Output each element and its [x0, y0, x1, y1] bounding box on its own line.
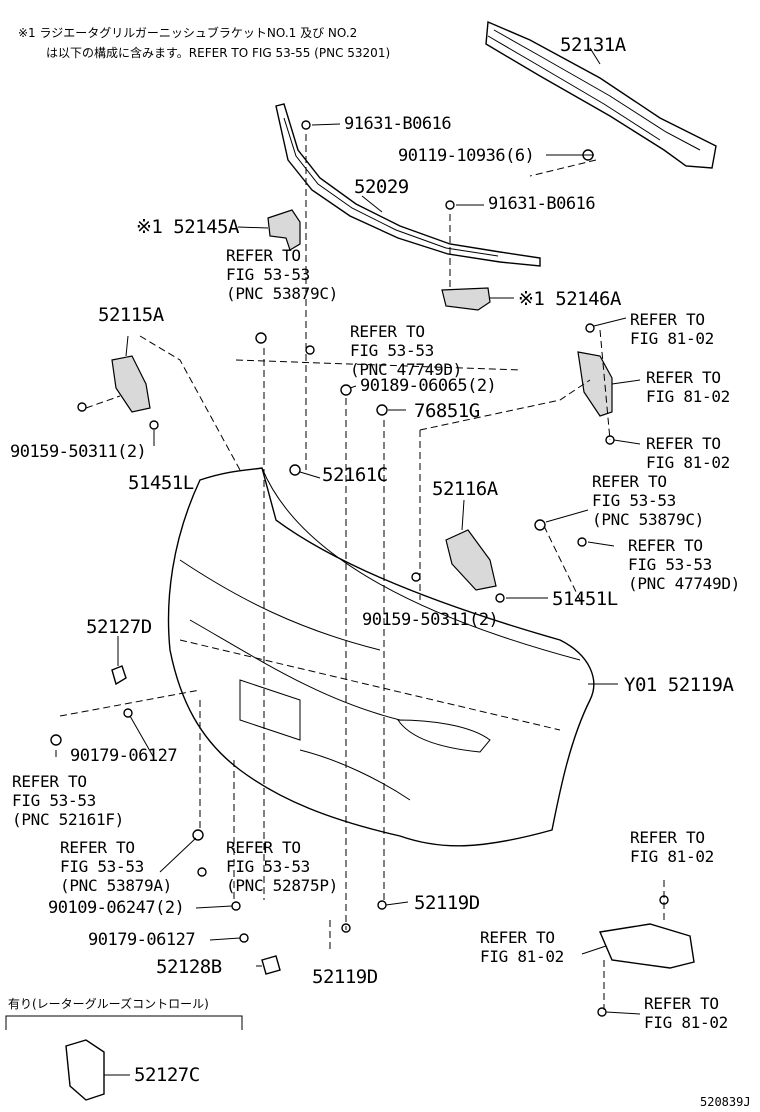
ref-53879C-a: REFER TO FIG 53-53 (PNC 53879C)	[226, 246, 338, 303]
cap-52127C	[65, 1039, 105, 1101]
label-90189: 90189-06065(2)	[360, 376, 497, 396]
reinforcement-52131A	[485, 20, 717, 169]
label-52116A: 52116A	[432, 478, 498, 500]
label-90159-a: 90159-50311(2)	[10, 442, 147, 462]
ref-81-02-e: REFER TO FIG 81-02	[480, 928, 564, 966]
label-90109: 90109-06247(2)	[48, 898, 185, 918]
ref-81-02-a: REFER TO FIG 81-02	[630, 310, 714, 348]
ref-53879C-b: REFER TO FIG 53-53 (PNC 53879C)	[592, 472, 704, 529]
label-52115A: 52115A	[98, 304, 164, 326]
label-52119D-b: 52119D	[312, 966, 378, 988]
option-box-bracket	[5, 1015, 243, 1030]
label-91631-a: 91631-B0616	[344, 114, 452, 134]
label-90179-a: 90179-06127	[70, 746, 178, 766]
header-note-line2: は以下の構成に含みます。REFER TO FIG 53-55 (PNC 5320…	[46, 46, 391, 60]
ref-47749D-b: REFER TO FIG 53-53 (PNC 47749D)	[628, 536, 740, 593]
figure-id: 520839J	[700, 1095, 751, 1109]
ref-47749D-a: REFER TO FIG 53-53 (PNC 47749D)	[350, 322, 462, 379]
label-Y01-52119A: Y01 52119A	[624, 674, 734, 696]
option-box-caption: 有り(レーターグルーズコントロール)	[8, 997, 209, 1011]
ref-81-02-f: REFER TO FIG 81-02	[644, 994, 728, 1032]
label-52145A: ※1 52145A	[136, 216, 239, 238]
label-76851G: 76851G	[414, 400, 480, 422]
ref-81-02-c: REFER TO FIG 81-02	[646, 434, 730, 472]
ref-52161F: REFER TO FIG 53-53 (PNC 52161F)	[12, 772, 124, 829]
bumper-cover-52119A	[167, 467, 595, 847]
leader-lines	[104, 47, 641, 1076]
label-51451L-b: 51451L	[552, 588, 618, 610]
bracket-52115A	[111, 355, 151, 413]
label-52146A: ※1 52146A	[518, 288, 621, 310]
ref-53879A: REFER TO FIG 53-53 (PNC 53879A)	[60, 838, 172, 895]
header-note-line1: ※1 ラジエータグリルガーニッシュブラケットNO.1 及び NO.2	[18, 26, 358, 40]
bracket-52116A	[445, 529, 497, 591]
label-52131A: 52131A	[560, 34, 626, 56]
label-52128B: 52128B	[156, 956, 222, 978]
label-52127D: 52127D	[86, 616, 152, 638]
fog-lamp	[599, 923, 695, 969]
label-51451L-a: 51451L	[128, 472, 194, 494]
label-52029: 52029	[354, 176, 409, 198]
fasteners	[50, 120, 669, 1017]
label-90179-b: 90179-06127	[88, 930, 196, 950]
label-90119: 90119-10936(6)	[398, 146, 535, 166]
ref-81-02-d: REFER TO FIG 81-02	[630, 828, 714, 866]
label-52119D-a: 52119D	[414, 892, 480, 914]
ref-52875P: REFER TO FIG 53-53 (PNC 52875P)	[226, 838, 338, 895]
label-52161C: 52161C	[322, 464, 388, 486]
label-90159-b: 90159-50311(2)	[362, 610, 499, 630]
cap-52127D	[111, 665, 127, 686]
bracket-52146A	[441, 287, 491, 311]
retainer-52029	[275, 103, 541, 267]
ref-81-02-b: REFER TO FIG 81-02	[646, 368, 730, 406]
cap-52128B	[261, 955, 281, 975]
label-52127C: 52127C	[134, 1064, 200, 1086]
assembly-lines	[55, 134, 665, 1010]
label-91631-b: 91631-B0616	[488, 194, 596, 214]
bracket-52145A	[267, 209, 301, 251]
